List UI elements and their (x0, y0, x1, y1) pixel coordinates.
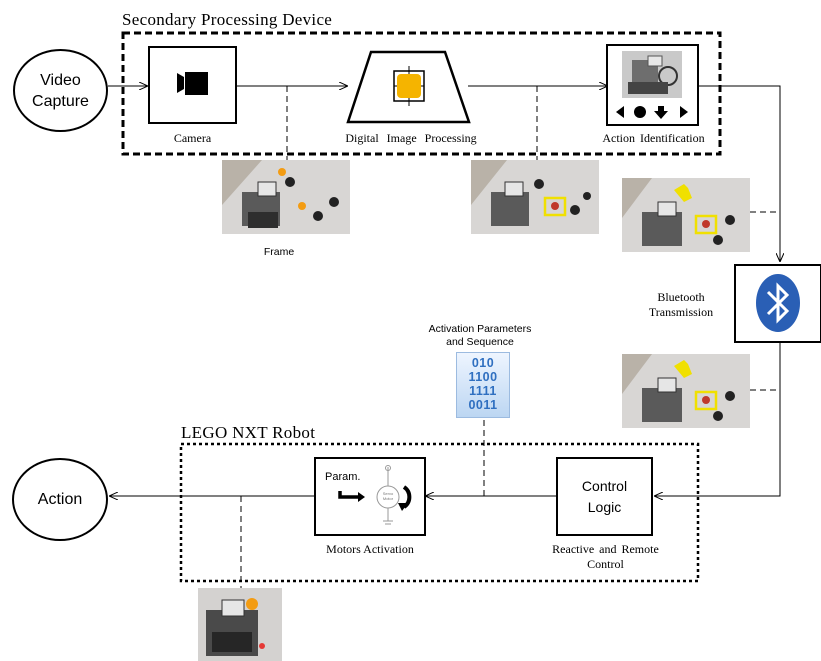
activation-line2: and Sequence (446, 336, 514, 348)
reactive-line2: Control (587, 557, 624, 571)
action-node: Action (12, 458, 108, 541)
camera-label: Camera (173, 131, 212, 145)
camera-box (148, 46, 237, 124)
stop-icon (634, 106, 646, 118)
robot-gesture-icon (616, 51, 688, 119)
target-object-icon (397, 74, 421, 98)
servo-text: Servo Motor (382, 491, 394, 501)
dip-photo (471, 160, 599, 234)
robot-action-photo (198, 588, 282, 661)
video-capture-line1: Video (40, 71, 81, 89)
bluetooth-label: Bluetooth Transmission (635, 290, 727, 320)
camera-icon (177, 72, 208, 95)
dip-label: Digital Image Processing (345, 131, 477, 145)
reactive-line1: Reactive and Remote (552, 542, 659, 556)
video-capture-line2: Capture (32, 92, 89, 110)
control-line2: Logic (587, 498, 622, 515)
binary-line-1: 010 (471, 356, 495, 370)
binary-line-4: 0011 (468, 398, 498, 412)
activation-label: Activation Parameters and Sequence (410, 323, 550, 349)
param-label: Param. (325, 471, 361, 483)
action-photo (622, 178, 750, 252)
bluetooth-line2: Transmission (648, 305, 714, 319)
control-logic-box: Control Logic (556, 457, 653, 536)
arrow-right-icon (680, 106, 688, 118)
action-id-label: Action Identification (602, 131, 705, 145)
bluetooth-icon (756, 274, 800, 332)
secondary-device-border (121, 31, 722, 156)
binary-line-3: 1111 (469, 384, 497, 398)
bluetooth-line1: Bluetooth (657, 290, 705, 304)
frame-photo (222, 160, 350, 234)
binary-file-icon: 010 1100 1111 0011 (456, 352, 510, 418)
action-identification-box (606, 44, 699, 126)
reactive-label: Reactive and Remote Control (528, 542, 683, 572)
action-label: Action (37, 490, 83, 508)
robot-title: LEGO NXT Robot (181, 423, 316, 442)
arrow-down-icon (654, 106, 668, 119)
activation-line1: Activation Parameters (428, 323, 532, 335)
frame-label: Frame (263, 246, 295, 258)
secondary-device-title: Secondary Processing Device (122, 10, 333, 29)
motors-label: Motors Activation (326, 542, 414, 556)
bluetooth-box (734, 264, 821, 343)
arrow-left-icon (616, 106, 624, 118)
dip-trapezoid (346, 50, 471, 124)
control-line1: Control (581, 477, 628, 494)
arrow-action-id-to-bluetooth (699, 85, 780, 261)
arrow-bluetooth-to-control (655, 343, 781, 496)
servo-motor-icon (338, 465, 412, 525)
binary-line-2: 1100 (468, 370, 498, 384)
bluetooth-photo (622, 354, 750, 428)
robot-border (179, 442, 700, 583)
motors-activation-box: Param. Servo Motor (314, 457, 426, 536)
